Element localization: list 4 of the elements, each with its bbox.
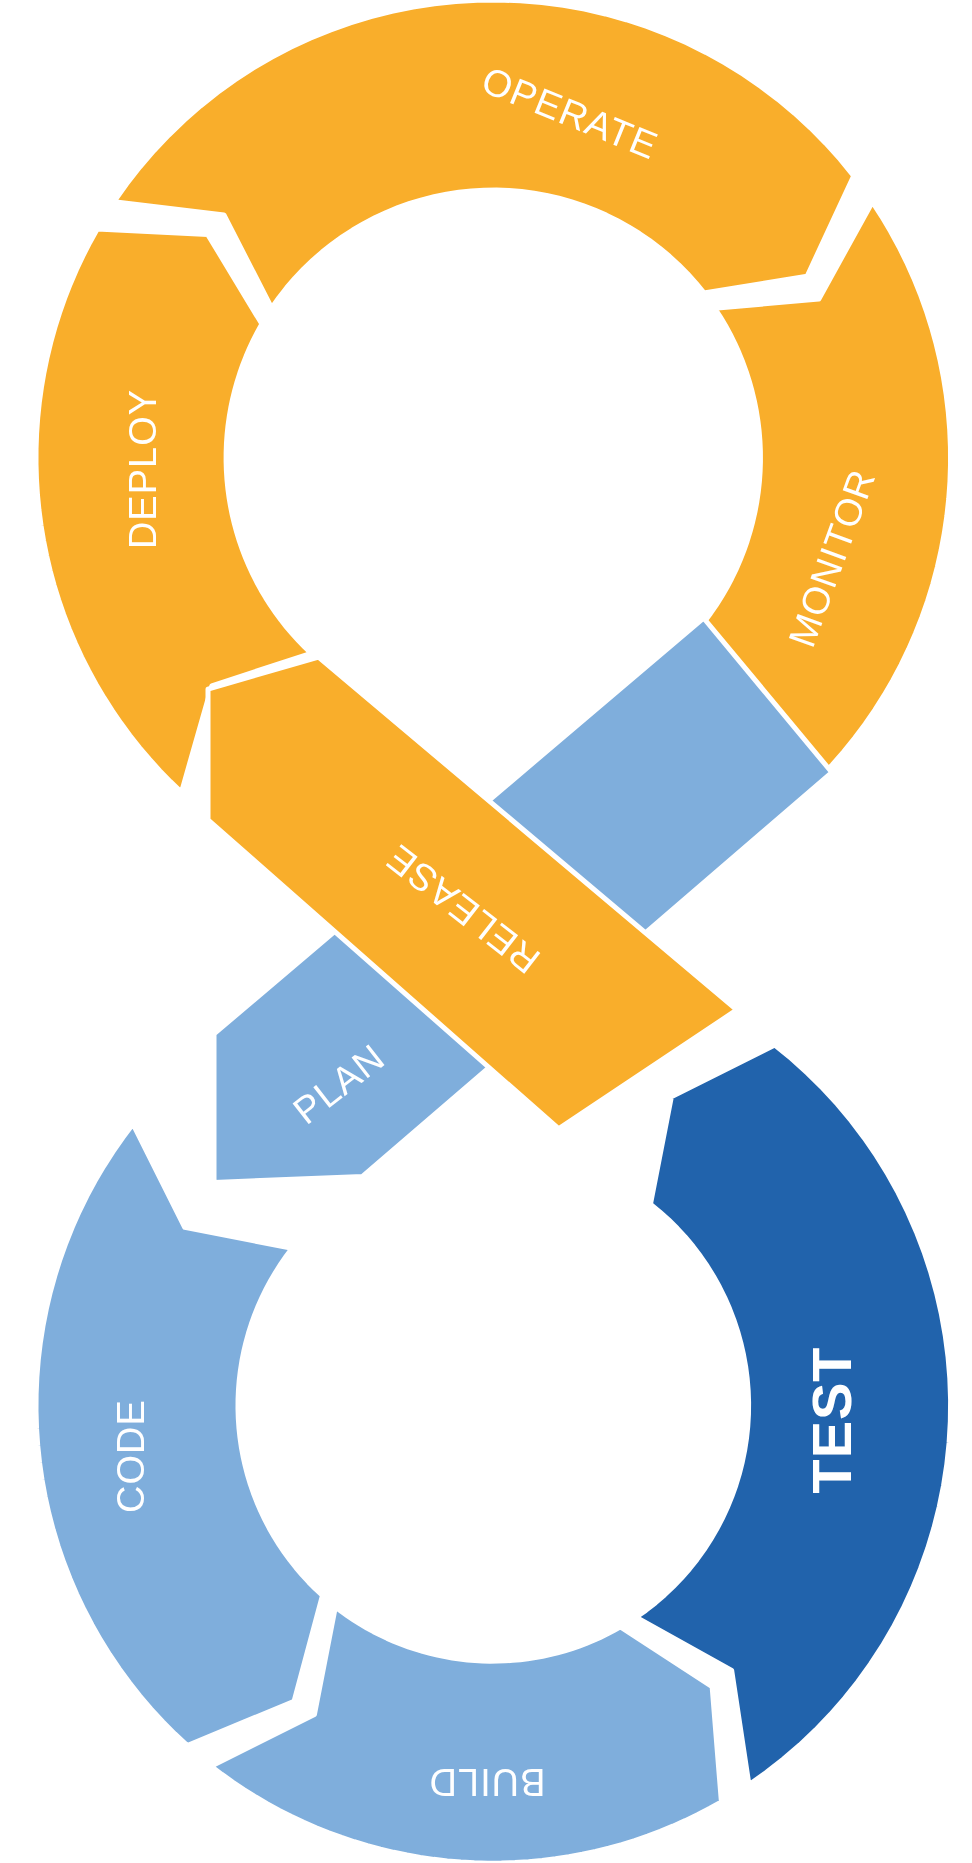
stage-label: TEST: [803, 1346, 860, 1494]
stage-label: DEPLOY: [123, 389, 162, 550]
stage-label: CODE: [111, 1398, 150, 1513]
stage-label: BUILD: [428, 1763, 546, 1802]
